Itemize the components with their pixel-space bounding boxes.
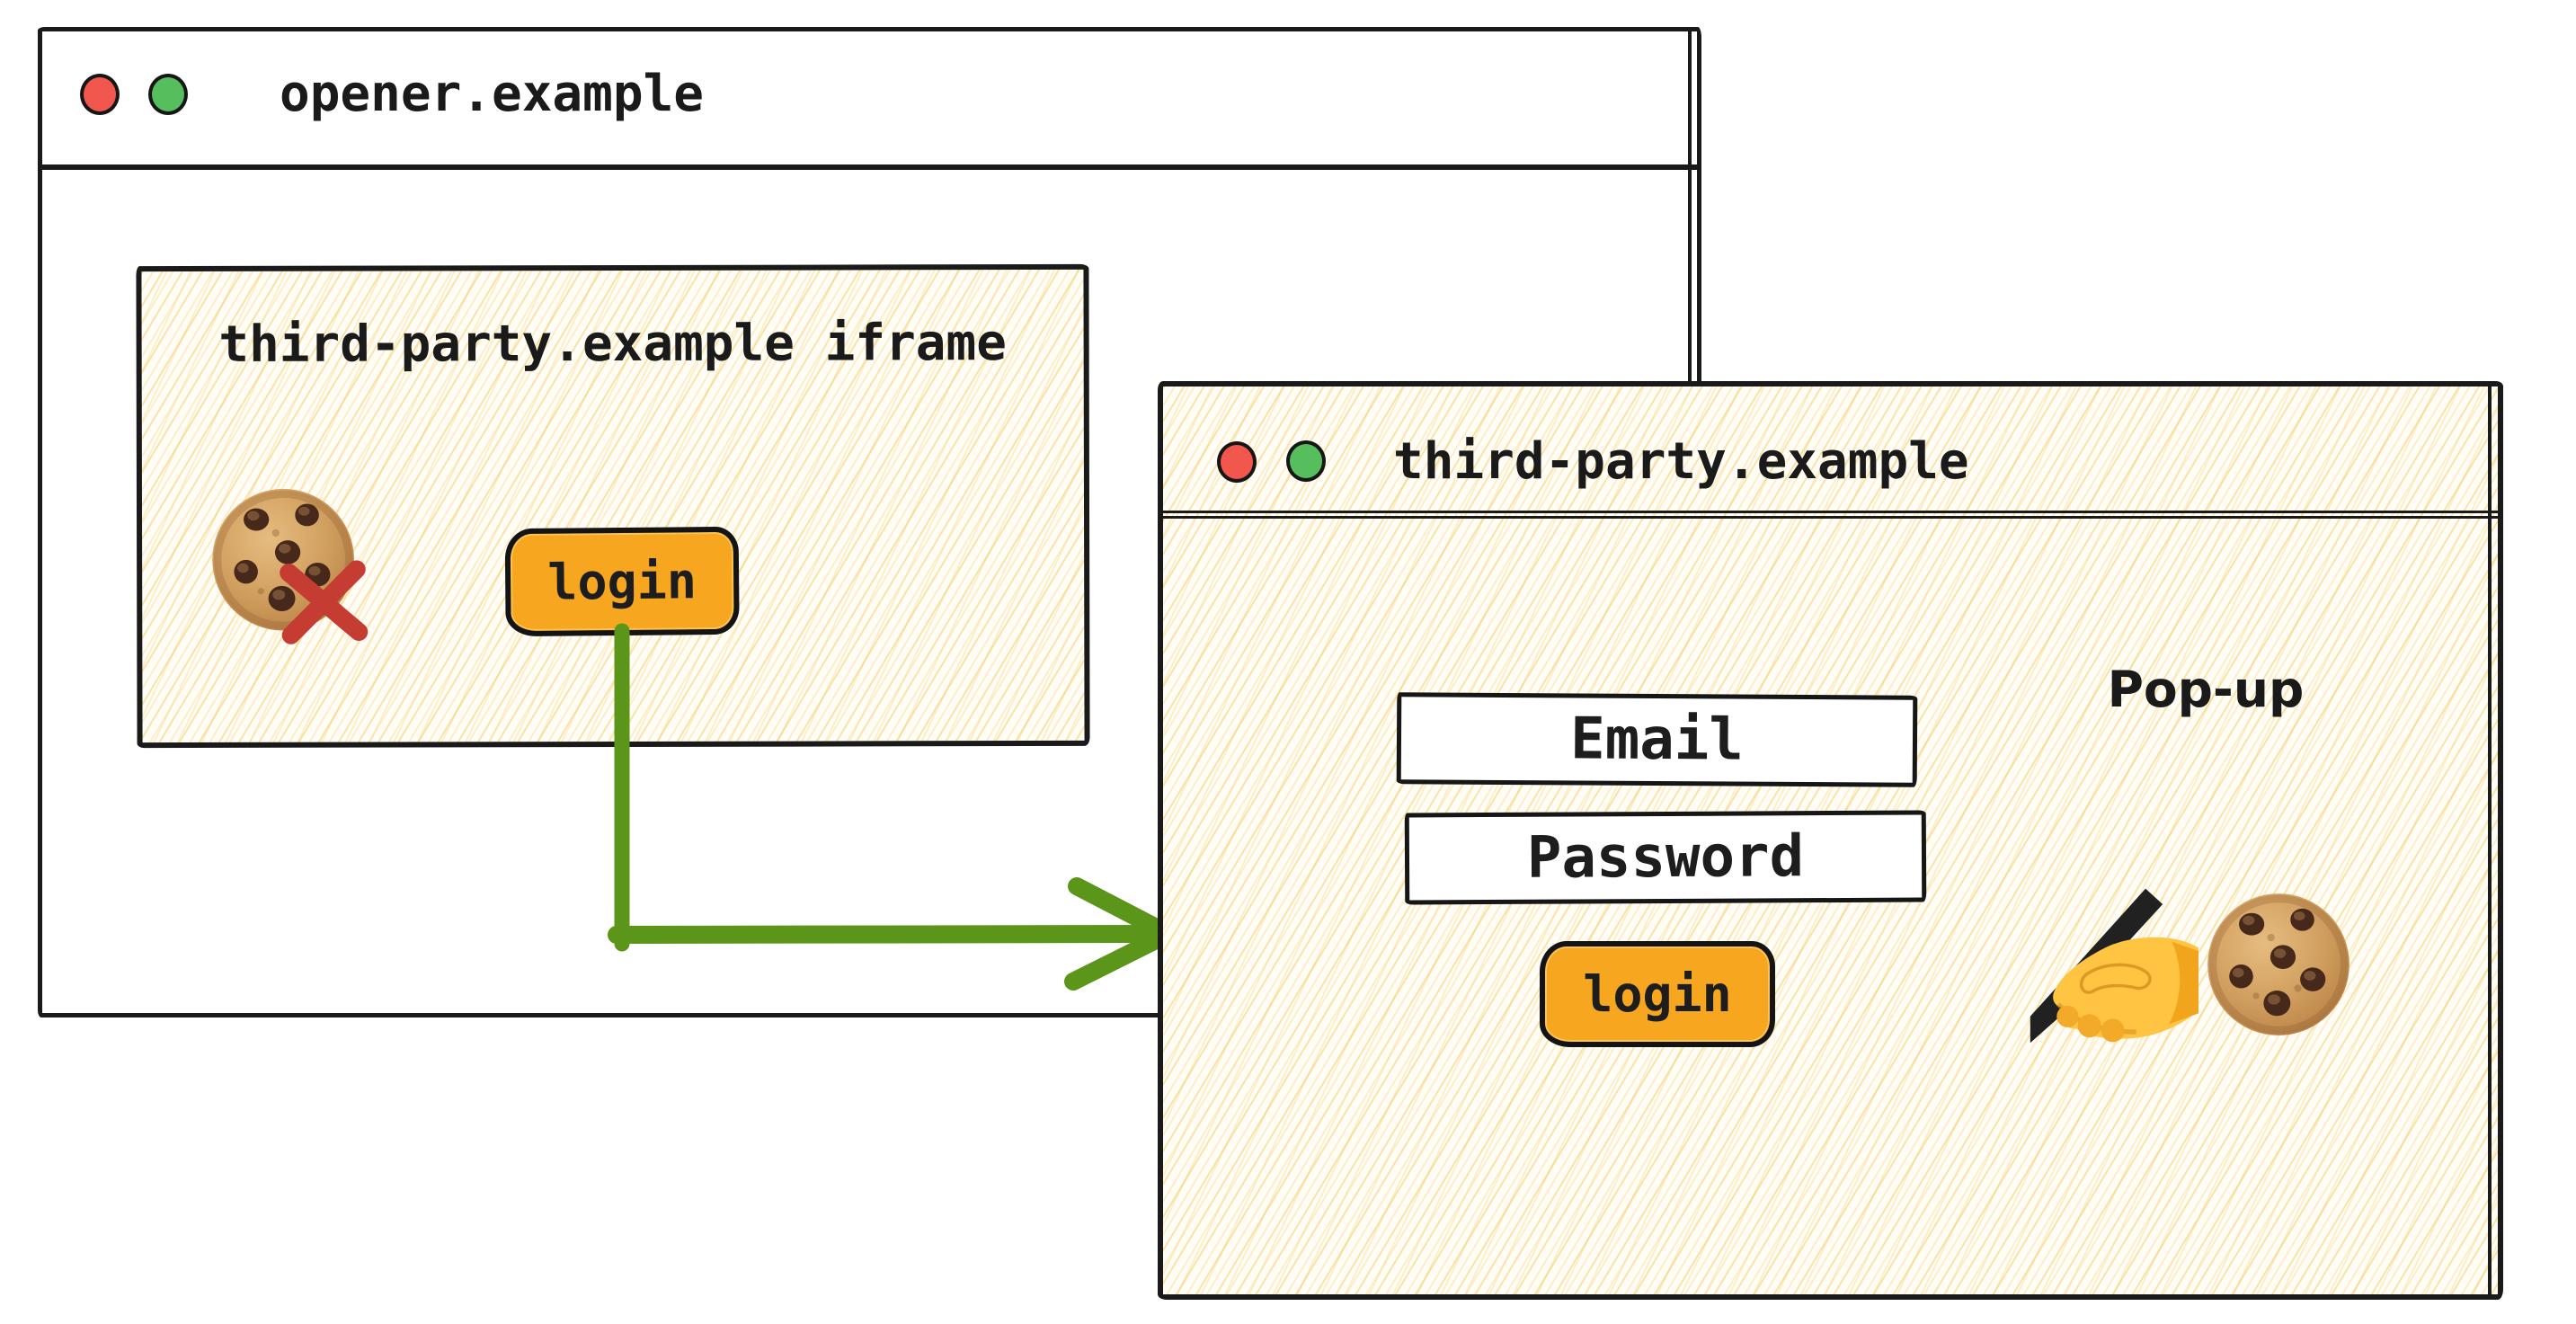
opener-window-title: opener.example <box>280 65 705 123</box>
third-party-iframe: third-party.example iframe login <box>136 263 1090 749</box>
opener-titlebar: opener.example <box>42 31 1697 170</box>
writing-hand-icon <box>2012 879 2198 1070</box>
traffic-light-red-icon[interactable] <box>80 74 120 115</box>
traffic-light-green-icon[interactable] <box>1286 440 1326 482</box>
blocked-x-icon <box>268 547 379 653</box>
traffic-light-red-icon[interactable] <box>1217 441 1257 483</box>
titlebar-separator <box>1163 511 2498 519</box>
popup-login-button[interactable]: login <box>1540 941 1775 1047</box>
email-input[interactable]: Email <box>1396 692 1918 787</box>
popup-titlebar: third-party.example <box>1163 387 2498 511</box>
cookie-icon <box>2204 890 2353 1039</box>
iframe-login-button[interactable]: login <box>504 526 740 637</box>
iframe-label: third-party.example iframe <box>218 314 1007 374</box>
password-input[interactable]: Password <box>1404 810 1927 905</box>
popup-annotation-label: Pop-up <box>2107 661 2305 718</box>
popup-window-title: third-party.example <box>1393 432 1969 491</box>
traffic-light-green-icon[interactable] <box>148 74 188 115</box>
popup-window: third-party.example Pop-up Email Passwor… <box>1158 381 2503 1300</box>
